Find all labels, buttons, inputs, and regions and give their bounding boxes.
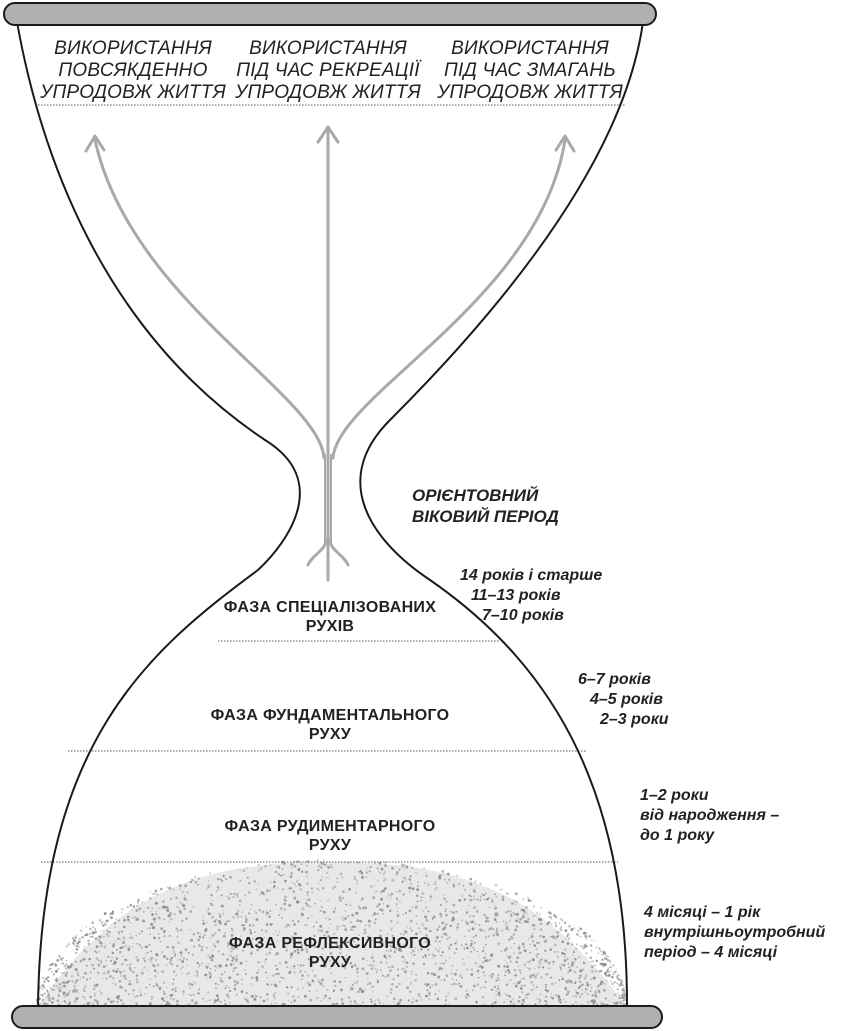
root-right xyxy=(330,540,348,565)
root-left xyxy=(308,540,326,565)
phase-fundamental-label: ФАЗА ФУНДАМЕНТАЛЬНОГО РУХУ xyxy=(160,706,500,744)
age-period-heading: ОРІЄНТОВНИЙ ВІКОВИЙ ПЕРІОД xyxy=(412,485,559,527)
age-group-reflexive: 4 місяці – 1 рік внутрішньоутробний пері… xyxy=(644,903,825,963)
arrow-right xyxy=(333,140,565,458)
phase-specialized-label: ФАЗА СПЕЦІАЛІЗОВАНИХ РУХІВ xyxy=(180,598,480,636)
phase-rudimentary-label: ФАЗА РУДИМЕНТАРНОГО РУХУ xyxy=(160,817,500,855)
usage-competition-label: ВИКОРИСТАННЯ ПІД ЧАС ЗМАГАНЬ УПРОДОВЖ ЖИ… xyxy=(432,38,628,104)
age-group-fundamental: 6–7 років 4–5 років 2–3 роки xyxy=(578,670,669,730)
bottom-plate xyxy=(12,1006,662,1028)
top-plate xyxy=(4,3,656,25)
usage-everyday-label: ВИКОРИСТАННЯ ПОВСЯКДЕННО УПРОДОВЖ ЖИТТЯ xyxy=(38,38,228,104)
age-group-specialized: 14 років і старше 11–13 років 7–10 років xyxy=(460,566,602,626)
usage-recreation-label: ВИКОРИСТАННЯ ПІД ЧАС РЕКРЕАЦІЇ УПРОДОВЖ … xyxy=(228,38,428,104)
age-group-rudimentary: 1–2 роки від народження – до 1 року xyxy=(640,786,779,846)
arrow-left xyxy=(95,140,324,458)
phase-reflexive-label: ФАЗА РЕФЛЕКСИВНОГО РУХУ xyxy=(160,934,500,972)
